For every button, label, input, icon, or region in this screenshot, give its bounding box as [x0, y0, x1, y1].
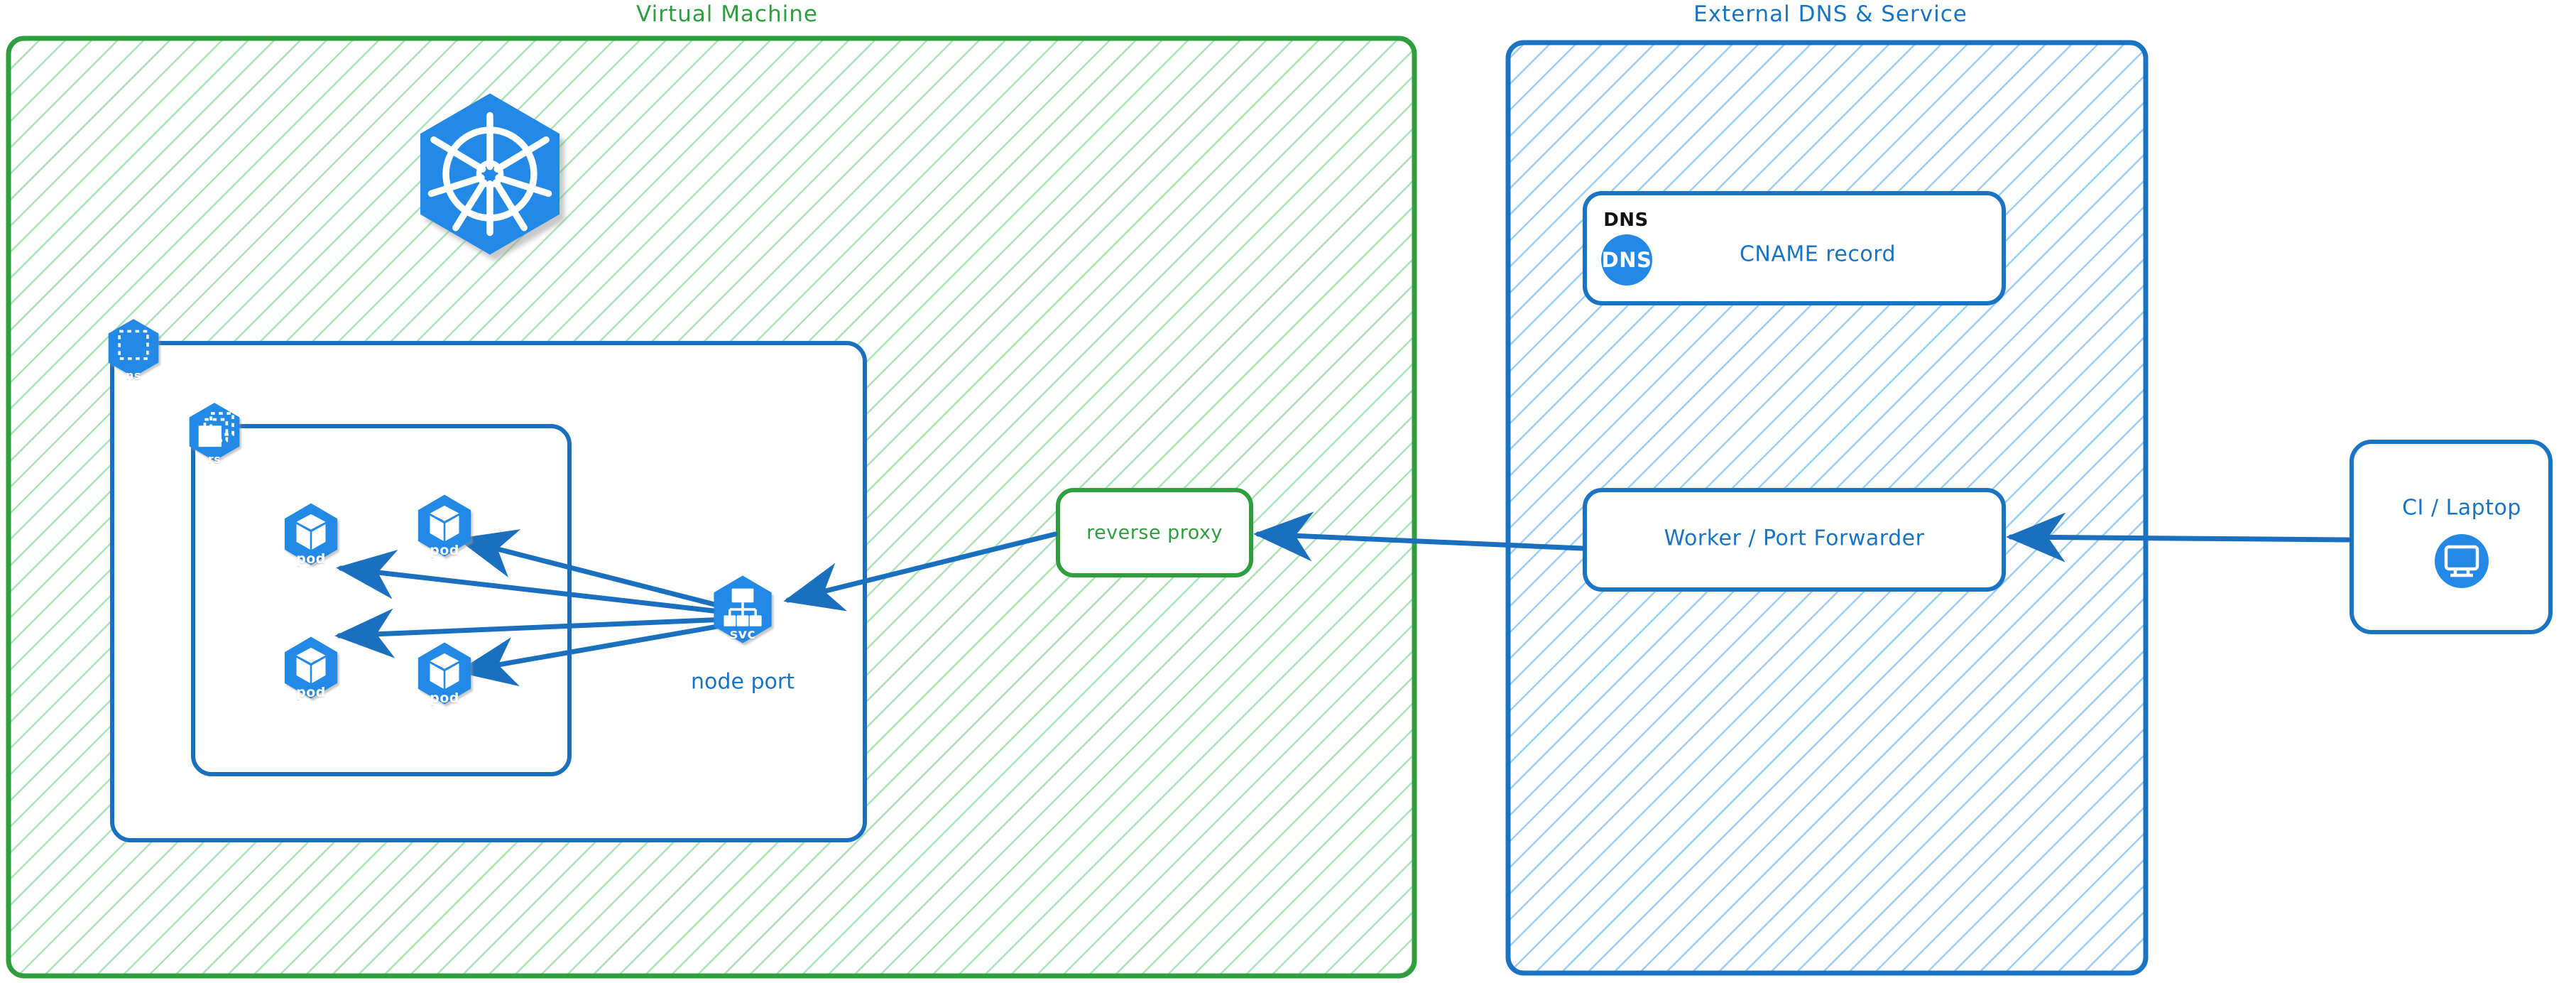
- replicaset-icon: [189, 403, 240, 461]
- pod-icon-3: [284, 636, 338, 699]
- pod-icon-4: [417, 642, 471, 705]
- arrow-service-to-pod-4: [457, 622, 728, 687]
- namespace-icon-label: ns: [126, 369, 141, 382]
- replicaset-box: [191, 424, 572, 776]
- cname-record-label: CNAME record: [1739, 241, 1896, 267]
- worker-label: Worker / Port Forwarder: [1664, 526, 1925, 551]
- arrow-service-to-pod-1: [336, 549, 728, 615]
- arrow-ci-laptop-to-worker: [2006, 512, 2352, 563]
- dns-panel-title: External DNS & Service: [1693, 1, 1968, 27]
- vm-panel-title: Virtual Machine: [636, 1, 818, 27]
- dns-card-kicker: DNS: [1603, 210, 1649, 231]
- reverse-proxy-box[interactable]: [1056, 488, 1253, 577]
- pod-icon-label-4: pod: [430, 690, 459, 706]
- connection-arrows: [334, 511, 2352, 687]
- replicaset-icon-label: rs: [207, 452, 222, 466]
- pod-icon-2: [417, 494, 471, 557]
- service-icon: [714, 575, 772, 643]
- reverse-proxy-label: reverse proxy: [1086, 521, 1223, 544]
- node-port-label: node port: [691, 669, 795, 695]
- arrow-worker-to-reverse-proxy: [1253, 511, 1585, 562]
- arrow-service-to-pod-3: [334, 608, 728, 658]
- pod-icon-label-3: pod: [296, 685, 326, 700]
- worker-box[interactable]: [1583, 488, 2006, 592]
- service-icon-label: svc: [729, 626, 756, 642]
- arrow-reverse-proxy-to-service: [783, 531, 1058, 612]
- arrow-service-to-pod-2: [457, 529, 728, 610]
- monitor-icon: [2435, 534, 2489, 588]
- ci-laptop-label: CI / Laptop: [2402, 495, 2521, 521]
- dns-badge: DNS: [1601, 234, 1652, 286]
- namespace-icon: [108, 319, 159, 377]
- kubernetes-logo: [420, 93, 560, 255]
- dns-card[interactable]: [1583, 191, 2006, 305]
- pod-icon-label-1: pod: [296, 551, 326, 567]
- pod-icon-label-2: pod: [430, 543, 459, 558]
- pod-icon-1: [284, 503, 338, 565]
